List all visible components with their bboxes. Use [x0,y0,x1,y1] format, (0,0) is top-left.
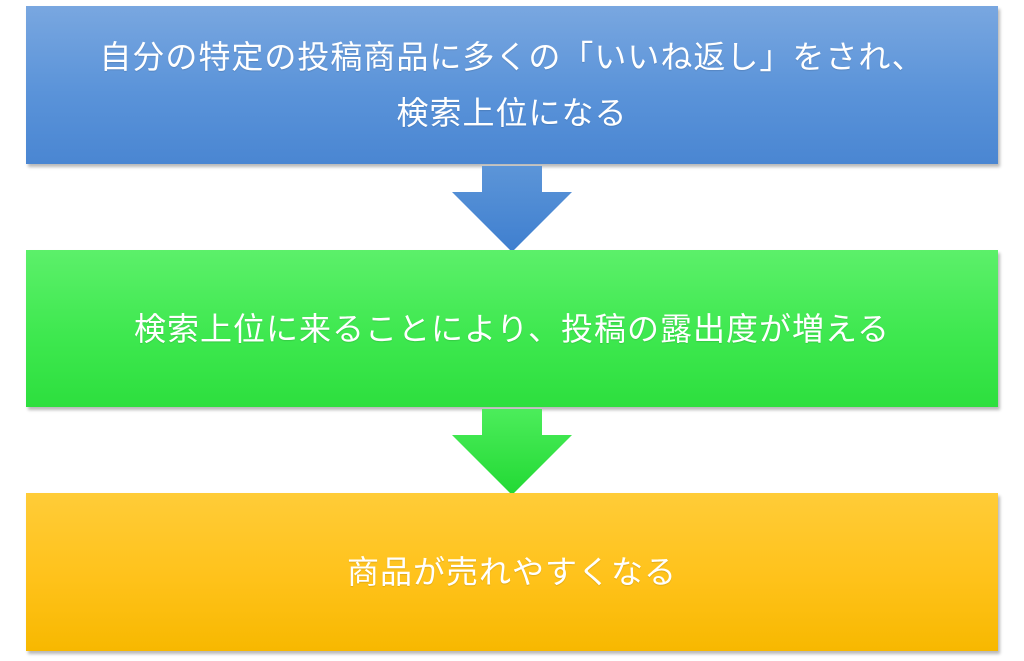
flow-step-2: 検索上位に来ることにより、投稿の露出度が増える [26,250,998,407]
arrow-down-icon [452,166,572,252]
flow-step-3: 商品が売れやすくなる [26,493,998,651]
flow-step-1-line-1: 自分の特定の投稿商品に多くの「いいね返し」をされ、 [99,38,925,76]
flow-step-1-line-2: 検索上位になる [396,94,628,132]
flow-step-2-text: 検索上位に来ることにより、投稿の露出度が増える [120,301,904,357]
flow-step-2-line-1: 検索上位に来ることにより、投稿の露出度が増える [133,309,891,348]
flow-step-1: 自分の特定の投稿商品に多くの「いいね返し」をされ、 検索上位になる [26,6,998,164]
flow-step-3-line-1: 商品が売れやすくなる [346,553,677,591]
arrow-down-icon-1-svg [452,166,572,252]
arrow-down-icon-2-svg [452,409,572,495]
arrow-down-icon [452,409,572,495]
flow-step-1-text: 自分の特定の投稿商品に多くの「いいね返し」をされ、 検索上位になる [85,29,938,141]
flow-step-3-text: 商品が売れやすくなる [333,544,691,600]
